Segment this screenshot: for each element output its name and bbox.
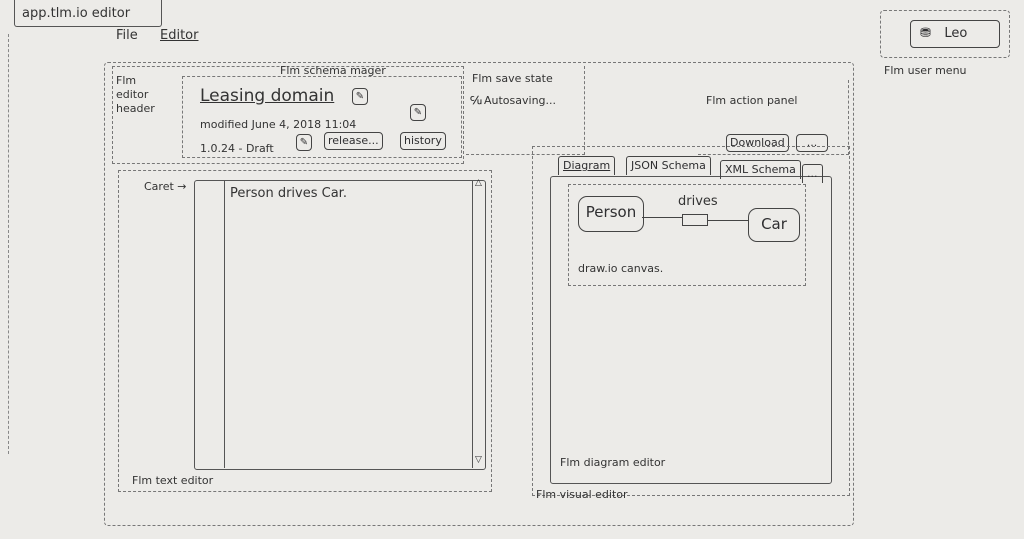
diagram-node-person[interactable]: Person [578, 196, 644, 232]
schema-name: Leasing domain [200, 86, 335, 106]
more-actions-button[interactable]: ... [796, 134, 828, 152]
window-title-tab [14, 0, 162, 27]
menu-editor[interactable]: Editor [160, 28, 199, 43]
tab-xml-schema[interactable]: XML Schema [720, 160, 801, 179]
save-spinner-icon: ℆ [470, 94, 482, 107]
download-button[interactable]: Download [726, 134, 789, 152]
visual-editor-frame [532, 146, 850, 496]
pencil-icon: ✎ [299, 137, 309, 148]
tab-json-schema[interactable]: JSON Schema [626, 156, 711, 175]
scrollbar[interactable] [472, 180, 474, 468]
text-editor-frame [118, 170, 492, 492]
menu-file[interactable]: File [116, 28, 138, 43]
relation-box[interactable] [682, 214, 708, 226]
pencil-icon: ✎ [355, 91, 365, 102]
version-label: 1.0.24 - Draft [200, 142, 274, 155]
tab-more[interactable]: ... [802, 164, 823, 183]
canvas-note: draw.io canvas. [578, 262, 664, 275]
edit-name-button[interactable]: ✎ [352, 88, 368, 105]
save-state [466, 66, 585, 155]
text-editor-content: Person drives Car. [230, 186, 347, 201]
action-panel-label: Flm action panel [706, 94, 798, 107]
page-left-edge [8, 34, 10, 454]
edit-version-button[interactable]: ✎ [296, 134, 312, 151]
relation-line [708, 220, 748, 221]
line-gutter [224, 180, 226, 468]
release-button[interactable]: release... [324, 132, 383, 150]
diagram-editor-label: Flm diagram editor [560, 456, 666, 469]
diagram-node-car[interactable]: Car [748, 208, 800, 242]
scroll-up-icon[interactable]: △ [475, 178, 482, 188]
schema-manager-label: Flm schema mager [280, 64, 386, 77]
diagram-canvas[interactable] [568, 184, 806, 286]
action-panel [698, 80, 849, 155]
editor-header-annotation: Flm editor header [116, 74, 155, 115]
visual-editor [550, 176, 832, 484]
save-state-label: Flm save state [472, 72, 553, 85]
visual-editor-label: Flm visual editor [536, 488, 628, 501]
scroll-down-icon[interactable]: ▽ [475, 455, 482, 465]
schema-manager [182, 76, 462, 158]
edit-modified-button[interactable]: ✎ [410, 104, 426, 121]
user-menu-frame [880, 10, 1010, 58]
history-button[interactable]: history [400, 132, 446, 150]
tab-diagram[interactable]: Diagram [558, 156, 616, 175]
user-name: Leo [944, 26, 968, 41]
text-editor[interactable] [194, 180, 486, 470]
app-frame [104, 62, 854, 526]
user-menu-button[interactable]: ⛃ Leo [910, 20, 1000, 48]
save-status: Autosaving... [484, 94, 557, 107]
relation-label: drives [678, 194, 718, 209]
text-editor-label: Flm text editor [132, 474, 214, 487]
pencil-icon: ✎ [413, 107, 423, 118]
user-icon: ⛃ [920, 26, 931, 41]
caret-annotation: Caret → [144, 180, 187, 193]
modified-date: modified June 4, 2018 11:04 [200, 118, 357, 131]
relation-line [642, 217, 682, 218]
editor-header [112, 66, 464, 164]
user-menu-label: Flm user menu [884, 64, 967, 77]
arrow-right-icon: → [177, 180, 187, 193]
window-title: app.tlm.io editor [22, 6, 131, 21]
